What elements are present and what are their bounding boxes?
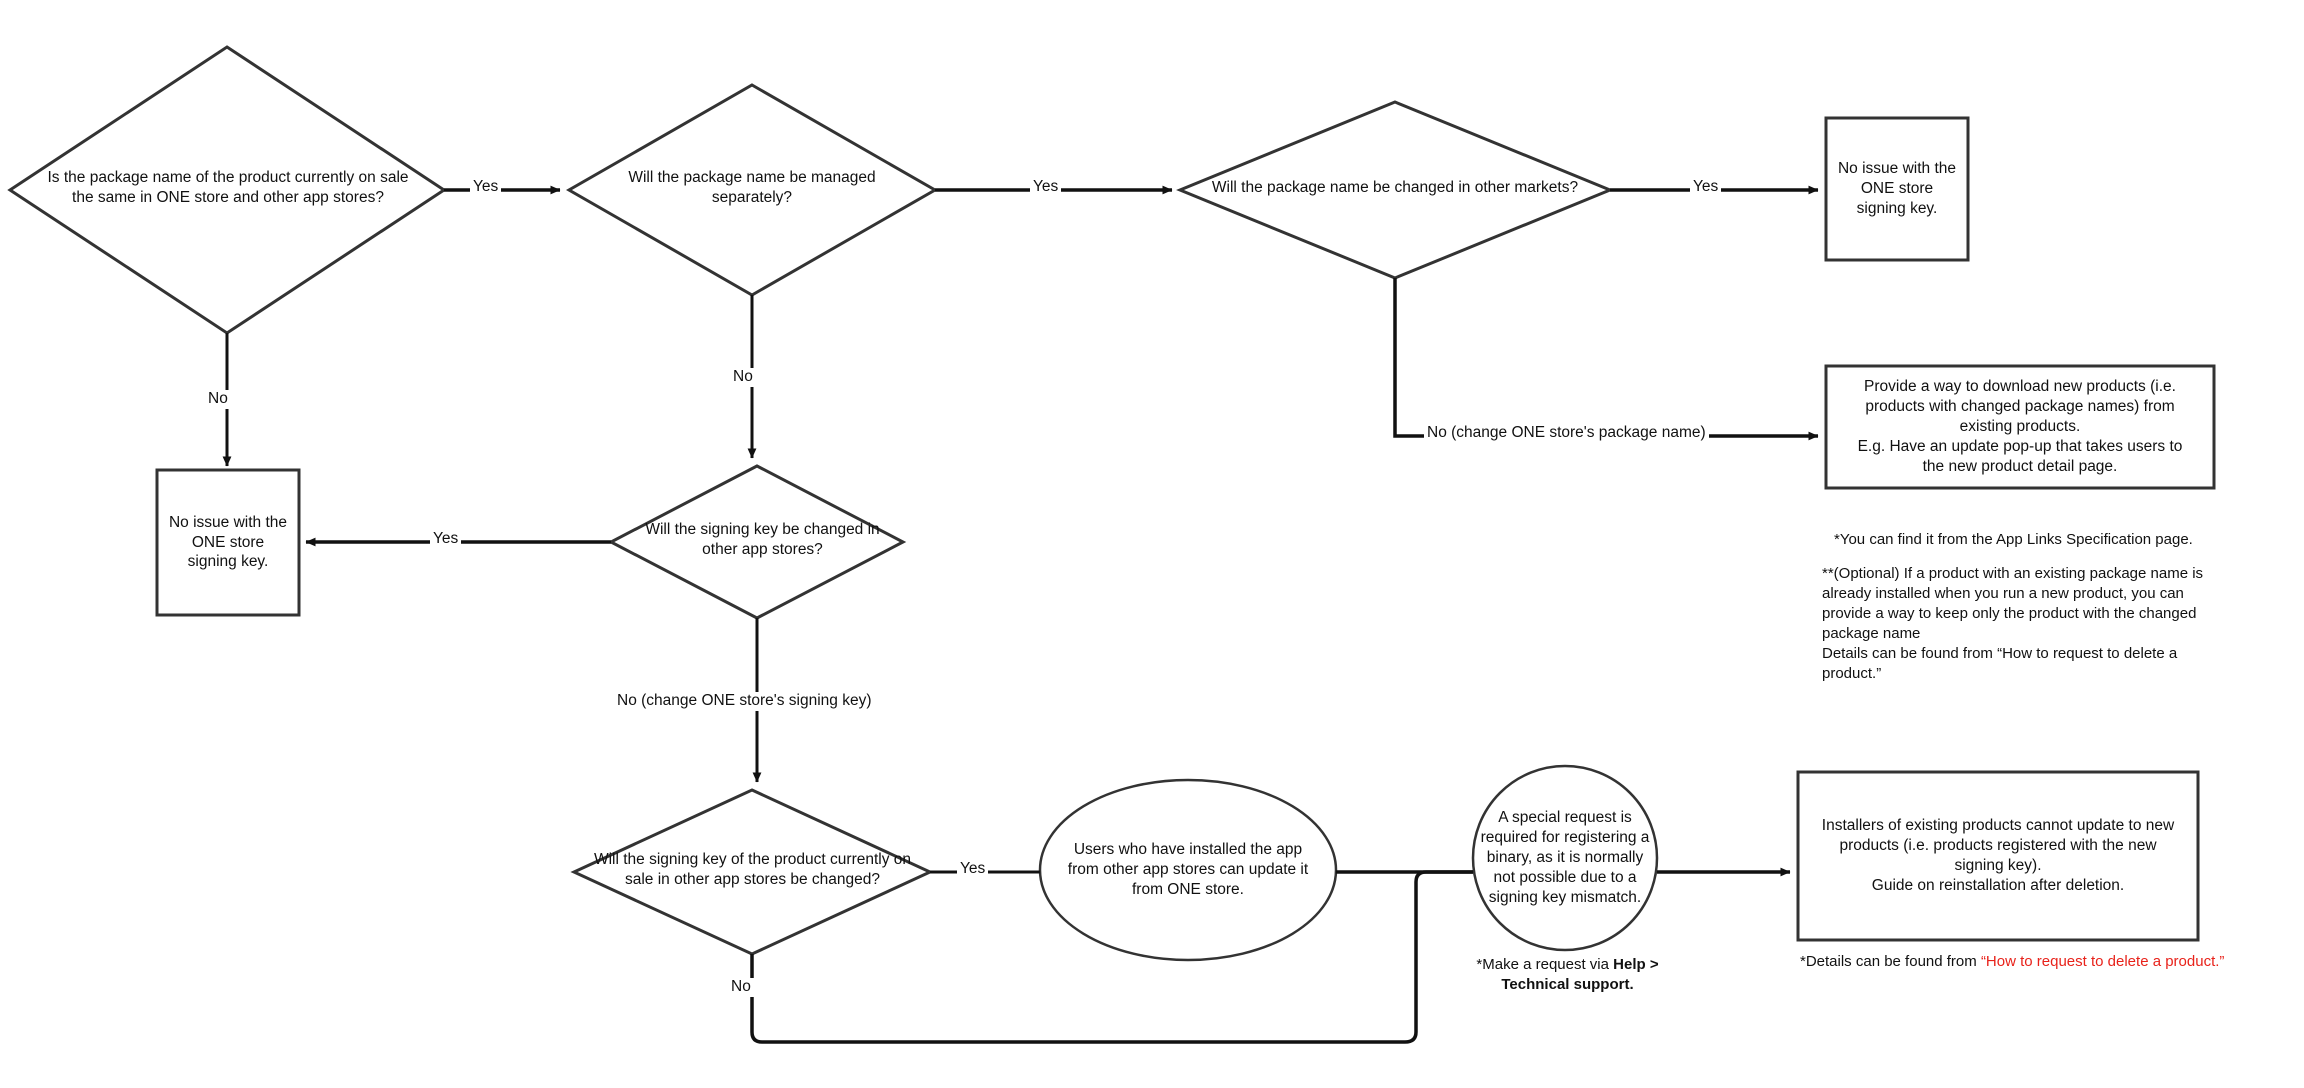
- note-help-line1: *Make a request via Help >: [1455, 955, 1680, 975]
- terminal-shape-box-installers[interactable]: [1796, 770, 2200, 942]
- edge-label-d2-yes: Yes: [1030, 178, 1062, 197]
- terminal-label-box-provide: Provide a way to download new products (…: [1857, 378, 2183, 475]
- terminal-shape-box-provide[interactable]: [1824, 364, 2216, 490]
- note-help-line2: Technical support.: [1501, 975, 1634, 993]
- edge-d5-no-loop: [750, 870, 1473, 1044]
- note-optional-line2: already installed when you run a new pro…: [1822, 584, 2184, 602]
- decision-label-d4-line2: other app stores?: [702, 540, 823, 558]
- note-optional: **(Optional) If a product with an existi…: [1822, 564, 2222, 684]
- note-optional-line5: Details can be found from “How to reques…: [1822, 644, 2178, 662]
- decision-label-d2-line1: Will the package name be managed: [628, 169, 876, 186]
- terminal-label-box-top-right: No issue with the ONE store signing key.: [1837, 160, 1957, 217]
- process-shape-users-update[interactable]: [1038, 778, 1338, 962]
- note-details-link[interactable]: “How to request to delete a product.”: [1980, 953, 2225, 970]
- note-details-prefix: *Details can be found from: [1800, 953, 1981, 970]
- decision-label-d1: Is the package name of the product curre…: [0, 168, 456, 208]
- note-optional-line6: product.”: [1822, 664, 1882, 682]
- edge-label-d5-yes: Yes: [957, 860, 989, 879]
- decision-label-d5: Will the signing key of the product curr…: [560, 850, 945, 890]
- note-help-technical-support: *Make a request via Help > Technical sup…: [1455, 955, 1680, 995]
- decision-label-d3-line1: Will the package name be changed in othe…: [1211, 179, 1579, 196]
- edge-label-d1-yes: Yes: [470, 178, 502, 197]
- terminal-label-box-left: No issue with the ONE store signing key.: [168, 513, 288, 571]
- decision-label-d1-line2: the same in ONE store and other app stor…: [72, 188, 384, 206]
- terminal-shape-box-top-right[interactable]: [1824, 116, 1970, 262]
- decision-label-d2-line2: separately?: [711, 188, 793, 206]
- edge-label-d3-no: No (change ONE store's package name): [1424, 424, 1709, 443]
- decision-label-d5-line1: Will the signing key of the product curr…: [593, 851, 912, 868]
- note-optional-line4: package name: [1822, 624, 1921, 642]
- process-shape-special-request[interactable]: [1471, 764, 1659, 952]
- edge-label-d4-no: No (change ONE store's signing key): [614, 692, 875, 711]
- edge-label-d5-no: No: [728, 978, 754, 997]
- edge-label-d3-yes: Yes: [1690, 178, 1722, 197]
- edge-label-d4-yes: Yes: [430, 530, 462, 549]
- process-label-special-request: A special request is required for regist…: [1480, 809, 1650, 906]
- edge-label-d1-no: No: [205, 390, 231, 409]
- note-optional-line1: **(Optional) If a product with an existi…: [1822, 565, 2204, 582]
- decision-label-d3: Will the package name be changed in othe…: [1175, 178, 1615, 198]
- note-app-links: *You can find it from the App Links Spec…: [1834, 531, 2193, 548]
- decision-label-d4: Will the signing key be changed in other…: [590, 520, 935, 560]
- note-details-delete-product: *Details can be found from “How to reque…: [1800, 952, 2280, 972]
- edge-d3-no: [1393, 278, 1819, 441]
- terminal-label-box-installers: Installers of existing products cannot u…: [1821, 817, 2175, 894]
- edge-label-d2-no: No: [730, 368, 756, 387]
- decision-label-d2: Will the package name be managed separat…: [565, 168, 939, 208]
- decision-label-d1-line1: Is the package name of the product curre…: [47, 169, 409, 186]
- note-help-prefix: *Make a request via: [1476, 956, 1614, 973]
- decision-label-d5-line2: sale in other app stores be changed?: [624, 870, 881, 888]
- decision-label-d4-line1: Will the signing key be changed in: [645, 521, 880, 538]
- note-help-menu: Help >: [1613, 956, 1659, 973]
- note-optional-line3: provide a way to keep only the product w…: [1822, 604, 2197, 622]
- terminal-shape-box-left[interactable]: [155, 468, 301, 617]
- process-label-users-update: Users who have installed the app from ot…: [1067, 841, 1309, 898]
